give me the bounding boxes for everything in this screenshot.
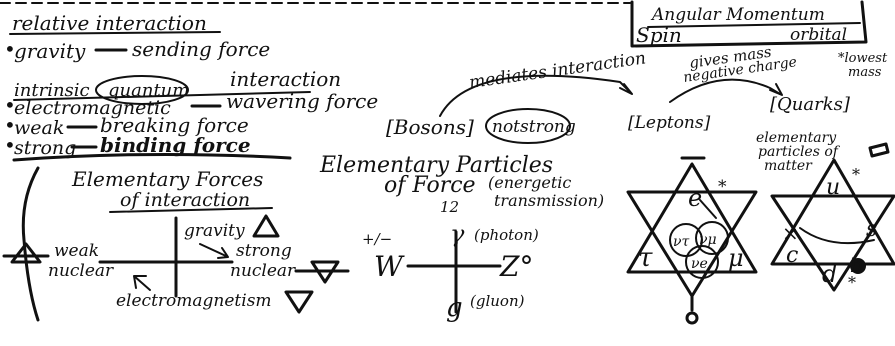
weak-nuclear-label-1: weak <box>54 241 99 261</box>
em-bullet: • <box>4 93 16 117</box>
of-force-label: of Force <box>384 173 476 198</box>
relative-interaction-text: relative interaction <box>12 11 207 35</box>
relative-interaction-underline <box>9 31 221 35</box>
spin-label: Spin <box>636 23 682 47</box>
gravity-text: gravity <box>14 39 86 63</box>
gluon-label: (gluon) <box>470 292 525 310</box>
lepton-nu-mu: νμ <box>699 232 717 248</box>
quark-s-symbol: s <box>866 217 877 242</box>
twelve-label: 12 <box>440 198 459 216</box>
nu-mu-circle <box>695 221 729 255</box>
gravity-triangle-icon <box>252 214 280 238</box>
forces-title-underline <box>109 207 273 213</box>
gravity-label: gravity <box>184 221 245 241</box>
quark-star-up-triangle <box>770 158 895 266</box>
strong-bullet: • <box>4 133 16 157</box>
intrinsic-underline <box>13 91 311 101</box>
strong-text: strong <box>14 137 76 159</box>
strong-nuclear-label-2: nuclear <box>230 261 296 281</box>
intrinsic-text: intrinsic <box>14 80 90 101</box>
lepton-inner-arrow <box>699 199 717 219</box>
lowest-mass-label-1: *lowest <box>838 51 888 66</box>
weak-nuclear-label-2: nuclear <box>48 261 114 281</box>
gravity-bullet: • <box>4 37 16 61</box>
weak-bullet: • <box>4 113 16 137</box>
leptons-label: [Leptons] <box>628 113 711 133</box>
mediates-arrow-curve <box>439 74 631 117</box>
w-symbol: W <box>374 250 405 283</box>
w-sign-label: +/− <box>362 230 392 248</box>
angular-momentum-underline <box>647 22 861 28</box>
quark-u-symbol: u <box>826 175 840 200</box>
electromagnetism-label: electromagnetism <box>116 291 272 311</box>
lepton-star-up-triangle <box>626 162 758 274</box>
gives-mass-arrow <box>669 78 781 103</box>
mediates-arrow-head <box>619 83 633 95</box>
nu-tau-circle <box>669 223 703 257</box>
quarks-label: [Quarks] <box>770 94 851 115</box>
lepton-star-bottom-dot <box>685 311 699 325</box>
nu-e-circle <box>685 245 719 279</box>
g-symbol: g <box>446 293 463 323</box>
lowest-mass-label-2: mass <box>848 65 882 80</box>
lepton-mu-symbol: μ <box>728 244 744 272</box>
quark-b-blot <box>850 258 866 274</box>
quark-inner-curve <box>799 227 875 245</box>
lepton-nu-e: νe <box>691 256 708 272</box>
matter-label-1: elementary <box>756 130 837 146</box>
photon-label: (photon) <box>474 226 539 244</box>
lepton-star-of-david <box>626 156 758 325</box>
z-symbol: Z° <box>499 250 533 283</box>
mediates-interaction-label: mediates interaction <box>468 48 647 93</box>
forces-title-line2: of interaction <box>120 189 250 211</box>
quark-d-asterisk: * <box>848 273 856 292</box>
weak-desc-text: breaking force <box>100 113 249 137</box>
energetic-label: (energetic <box>488 173 571 192</box>
quantum-circle <box>95 75 189 105</box>
elementary-particles-label: Elementary Particles <box>319 153 553 178</box>
transmission-label: transmission) <box>494 191 604 210</box>
lepton-asterisk: * <box>718 177 727 197</box>
lepton-star-down-triangle <box>626 190 758 298</box>
strong-underline <box>12 152 292 162</box>
forces-left-brace <box>21 166 40 322</box>
gives-mass-arrow-head <box>769 83 783 96</box>
electromagnetic-desc-text: wavering force <box>226 89 378 113</box>
quark-b-symbol: b <box>850 253 863 277</box>
quark-c-symbol: c <box>786 243 798 268</box>
matter-label-3: matter <box>764 158 813 174</box>
electromagnetism-arrow-icon <box>133 275 151 291</box>
quark-star-down-triangle <box>770 194 895 292</box>
strong-nuclear-label-1: strong <box>236 241 292 261</box>
orbital-label: orbital <box>790 25 847 45</box>
lepton-e-symbol: e <box>688 184 702 212</box>
gravity-desc-text: sending force <box>132 37 270 61</box>
weak-nuclear-triangle-icon <box>10 242 42 264</box>
notstrong-circle <box>485 108 571 144</box>
forces-title-line1: Elementary Forces <box>71 167 263 191</box>
matter-label-2: particles of <box>758 144 841 160</box>
quark-star-of-david <box>770 158 895 292</box>
quark-d-symbol: d <box>822 260 837 288</box>
interaction-text: interaction <box>230 67 341 91</box>
lepton-nu-tau: ντ <box>673 234 690 250</box>
bosons-label: [Bosons] <box>386 115 474 139</box>
electromagnetic-text: electromagnetic <box>14 97 171 119</box>
notstrong-label: notstrong <box>492 117 576 137</box>
ink-blot-arrow-icon <box>868 142 890 158</box>
quark-u-asterisk: * <box>852 165 860 184</box>
quark-x-symbol: × <box>782 221 799 245</box>
gravity-arrow-icon <box>199 243 229 259</box>
angular-momentum-box <box>630 0 868 48</box>
lepton-tau-symbol: τ <box>638 243 653 273</box>
electromagnetism-triangle-icon <box>284 290 314 314</box>
weak-text: weak <box>14 117 64 139</box>
angular-momentum-title: Angular Momentum <box>650 5 825 25</box>
